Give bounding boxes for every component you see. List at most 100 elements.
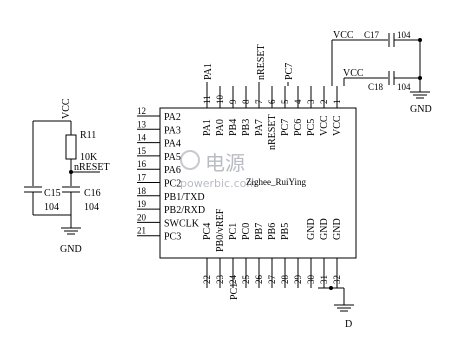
c18-value: 104 bbox=[397, 82, 411, 92]
pin-number-left: 13 bbox=[137, 119, 147, 129]
pin-label-bottom: PC1 bbox=[228, 223, 239, 240]
pin-number-left: 16 bbox=[137, 159, 147, 169]
pin-label-top: PA7 bbox=[254, 119, 265, 136]
pin-label-bottom: PC4 bbox=[202, 223, 213, 240]
pin-number-top: 6 bbox=[267, 99, 277, 104]
vcc-label-c18: VCC bbox=[343, 68, 364, 79]
bottom-gnd-tie: D bbox=[318, 286, 354, 330]
c16-ref: C16 bbox=[84, 188, 101, 199]
watermark: 电源 powerbic.com bbox=[180, 150, 257, 190]
pin-label-top: VCC bbox=[319, 115, 330, 136]
pin-number-top: 5 bbox=[280, 99, 290, 104]
pin-label-bottom: PB0/vREF bbox=[215, 208, 226, 252]
pin-label-left: PA6 bbox=[164, 165, 181, 176]
pin-label-left: PB1/TXD bbox=[164, 192, 205, 203]
r11-resistor bbox=[65, 134, 77, 160]
watermark-logo-circle bbox=[180, 150, 200, 170]
pin-number-left: 14 bbox=[137, 133, 147, 143]
pin-label-left: PC2 bbox=[164, 179, 181, 190]
r11-value: 10K bbox=[80, 152, 98, 163]
pin-number-top: 10 bbox=[215, 95, 225, 105]
pin-label-left: PA4 bbox=[164, 139, 181, 150]
pin-label-top: PB3 bbox=[241, 119, 252, 136]
junction-reset bbox=[69, 170, 73, 174]
pin-number-left: 17 bbox=[137, 173, 147, 183]
pin-number-bottom: 28 bbox=[280, 275, 290, 285]
net-label-pa1: PA1 bbox=[203, 63, 214, 80]
pin-number-top: 1 bbox=[332, 100, 342, 105]
pin-label-left: SWCLK bbox=[164, 218, 200, 229]
c15-value: 104 bbox=[44, 202, 59, 213]
pin-label-top: nRESET bbox=[267, 114, 278, 150]
pin-label-top: VCC bbox=[332, 115, 343, 136]
reset-circuit: VCC R11 10K nRESET C15 104 C16 104 GND bbox=[24, 98, 110, 255]
gnd-label-right: GND bbox=[410, 104, 432, 115]
pin-number-top: 7 bbox=[254, 99, 264, 104]
pin-label-left: PA5 bbox=[164, 152, 181, 163]
c18-ref: C18 bbox=[368, 82, 384, 92]
pin-number-left: 18 bbox=[137, 186, 147, 196]
c16-value: 104 bbox=[84, 202, 99, 213]
pin-label-bottom: GND bbox=[319, 218, 330, 240]
pin-number-top: 3 bbox=[306, 99, 316, 104]
watermark-chinese: 电源 bbox=[205, 151, 245, 175]
pin-number-bottom: 22 bbox=[202, 275, 212, 284]
net-label-nreset-top: nRESET bbox=[256, 44, 267, 80]
gnd-bottom-fragment: D bbox=[345, 319, 352, 330]
watermark-url: powerbic.com bbox=[180, 177, 257, 190]
pin-number-bottom: 32 bbox=[332, 275, 342, 284]
pin-number-top: 11 bbox=[202, 95, 212, 104]
bottom-pin-group: PC422PB0/vREF23PC124PC025PB726PB627PB528… bbox=[202, 208, 343, 288]
pin-number-left: 20 bbox=[137, 212, 147, 222]
vcc-decoupling: VCC VCC C17 104 C18 104 GND bbox=[331, 30, 432, 115]
pin-number-bottom: 27 bbox=[267, 275, 277, 285]
pin-label-bottom: PB5 bbox=[280, 223, 291, 240]
pin-label-bottom: PB7 bbox=[254, 223, 265, 240]
pin-label-top: PA0 bbox=[215, 119, 226, 136]
vcc-label-c17: VCC bbox=[333, 30, 354, 41]
pin-label-left: PA3 bbox=[164, 125, 181, 136]
junction-c17 bbox=[418, 38, 422, 42]
gnd-label-left: GND bbox=[60, 244, 82, 255]
r11-ref: R11 bbox=[80, 130, 96, 141]
c15-ref: C15 bbox=[44, 188, 61, 199]
chip-name: Zighee_RuiYing bbox=[246, 177, 306, 187]
pin-label-left: PC3 bbox=[164, 232, 181, 243]
pin-label-bottom: PB6 bbox=[267, 223, 278, 240]
pin-number-bottom: 31 bbox=[319, 275, 329, 284]
pin-number-bottom: 25 bbox=[241, 275, 251, 285]
pin-number-bottom: 30 bbox=[306, 275, 316, 285]
pin-label-top: PA1 bbox=[202, 119, 213, 136]
pin-number-top: 8 bbox=[241, 99, 251, 104]
net-label-pc1-bottom: PC1 bbox=[229, 283, 240, 300]
pin-label-top: PB4 bbox=[228, 119, 239, 136]
junction-gnd-31 bbox=[329, 286, 333, 290]
pin-label-left: PB2/RXD bbox=[164, 205, 205, 216]
pin-label-bottom: GND bbox=[306, 218, 317, 240]
pin-label-top: PC6 bbox=[293, 119, 304, 136]
reset-net-label: nRESET bbox=[74, 162, 110, 173]
pin-number-left: 21 bbox=[137, 226, 146, 236]
pin-label-bottom: PC0 bbox=[241, 223, 252, 240]
pin-number-left: 19 bbox=[137, 199, 147, 209]
c17-ref: C17 bbox=[364, 30, 380, 40]
pin-number-bottom: 23 bbox=[215, 275, 225, 285]
pin-number-top: 2 bbox=[319, 100, 329, 105]
pin-number-top: 4 bbox=[293, 99, 303, 104]
pin-number-bottom: 29 bbox=[293, 275, 303, 285]
pin-label-top: PC5 bbox=[306, 119, 317, 136]
pin-number-left: 12 bbox=[137, 106, 146, 116]
pin-number-left: 15 bbox=[137, 146, 147, 156]
c17-value: 104 bbox=[397, 30, 411, 40]
pin-label-top: PC7 bbox=[280, 119, 291, 136]
vcc-label-reset: VCC bbox=[61, 98, 72, 119]
pin-number-bottom: 26 bbox=[254, 275, 264, 285]
pin-label-bottom: GND bbox=[332, 218, 343, 240]
pin-number-top: 9 bbox=[228, 99, 238, 104]
junction-c18 bbox=[418, 76, 422, 80]
pin-label-left: PA2 bbox=[164, 112, 181, 123]
net-label-pc7: PC7 bbox=[284, 63, 295, 80]
